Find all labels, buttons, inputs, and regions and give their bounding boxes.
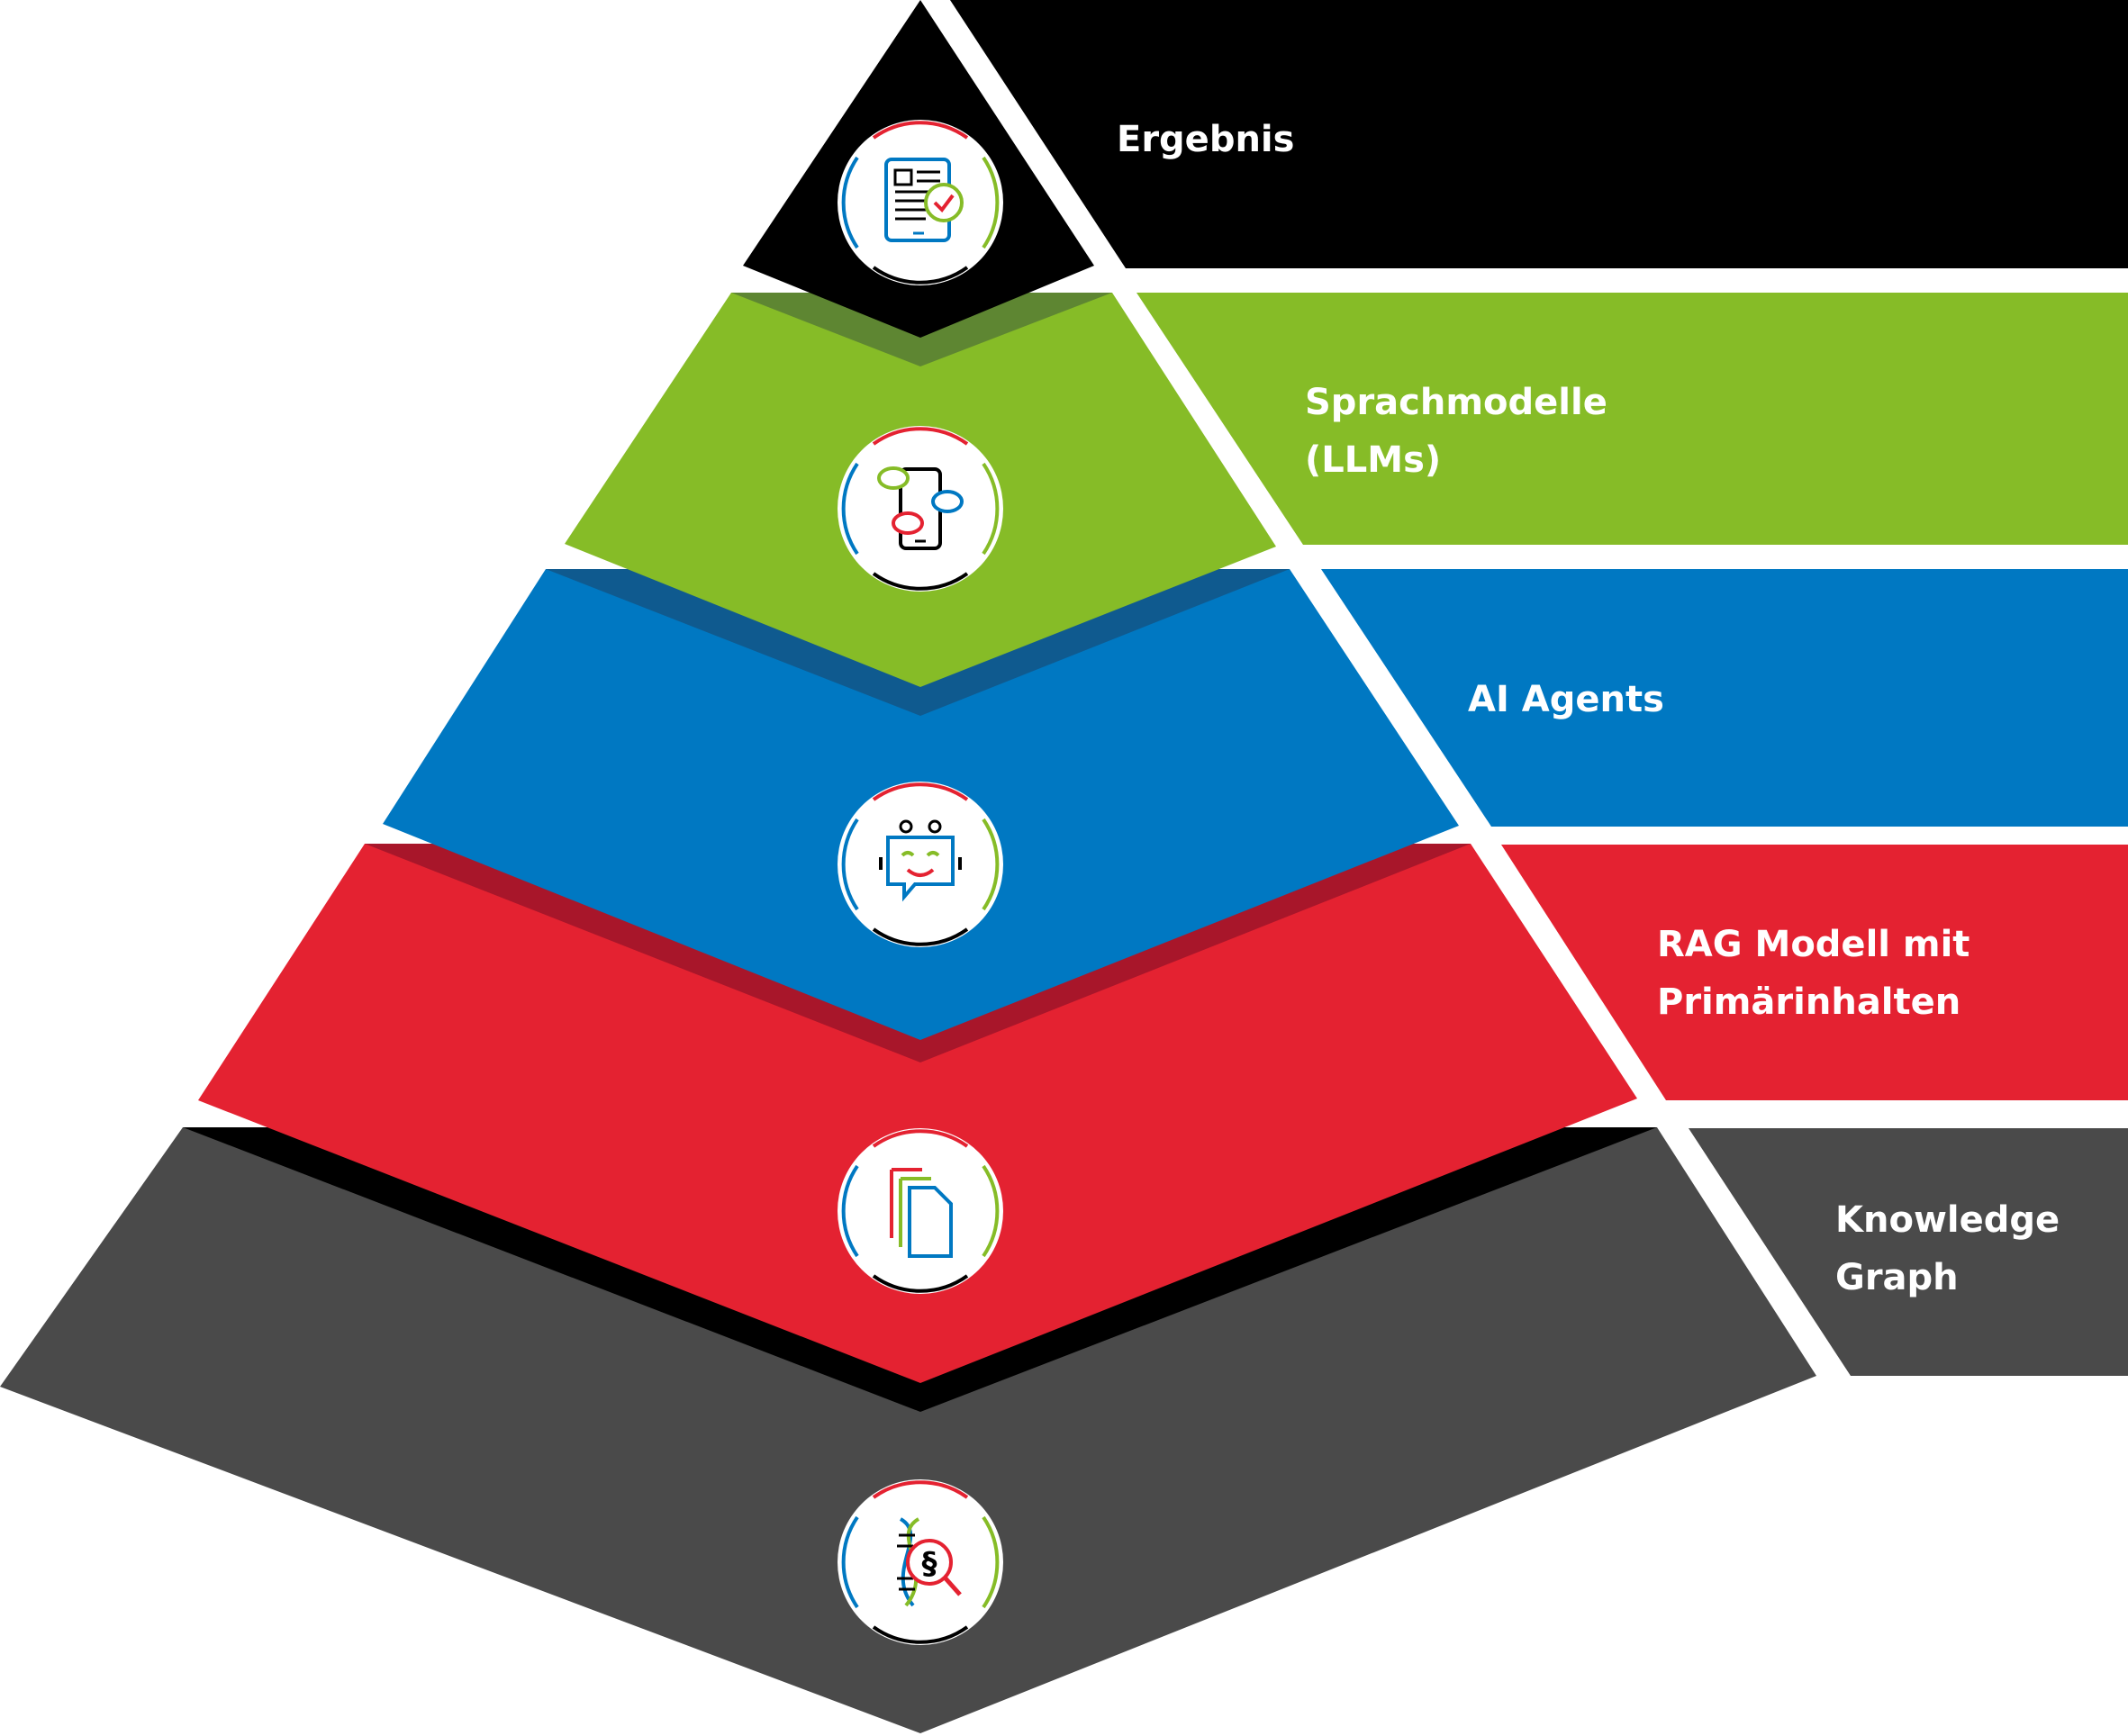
document-check-icon: [884, 158, 964, 242]
layer-rag: [198, 844, 1637, 1383]
label-kg: Knowledge Graph: [1835, 1199, 2072, 1298]
label-llm: Sprachmodelle (LLMs): [1305, 382, 1620, 481]
icon-badge-llm: [838, 426, 1003, 592]
label-rag: RAG Modell mit Primärinhalten: [1657, 924, 1982, 1023]
label-ergebnis: Ergebnis: [1117, 119, 1294, 160]
svg-text:§: §: [922, 1546, 937, 1582]
icon-badge-rag: [838, 1128, 1003, 1294]
documents-icon: [890, 1168, 953, 1258]
band-rag: [1501, 845, 2128, 1100]
icon-badge-kg: §: [838, 1479, 1003, 1645]
label-agents: AI Agents: [1468, 679, 1664, 720]
dna-paragraph-search-icon: §: [897, 1517, 962, 1607]
icon-badge-ergebnis: [838, 120, 1003, 285]
band-agents: [1321, 569, 2128, 827]
band-ergebnis: [950, 0, 2128, 268]
chat-phone-icon: [877, 466, 964, 550]
icon-badge-agents: [838, 782, 1003, 947]
layer-kg: [0, 1127, 1816, 1733]
robot-chat-icon: [879, 819, 962, 902]
band-kg: [1689, 1128, 2128, 1376]
band-llm: [1136, 293, 2128, 545]
